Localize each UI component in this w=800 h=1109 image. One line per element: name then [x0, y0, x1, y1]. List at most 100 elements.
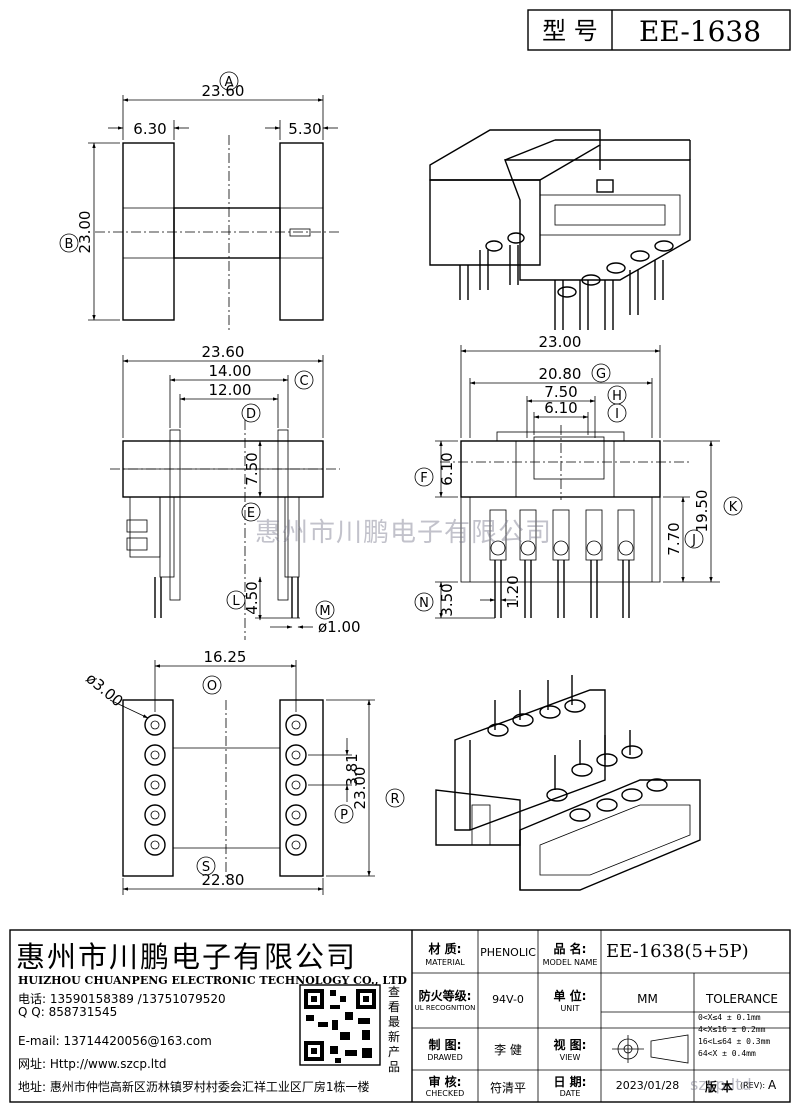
qr-caption: 查看最新产品: [388, 985, 401, 1074]
pin-holes-right: [285, 714, 307, 856]
front-view: [435, 345, 720, 619]
dim-pin-width: 1.20: [504, 575, 522, 608]
dim-e: 7.50: [243, 452, 261, 485]
checked-label-en: CHECKED: [425, 1089, 465, 1098]
company-email[interactable]: E-mail: 13714420056@163.com: [18, 1034, 212, 1048]
callout-r: R: [390, 792, 399, 807]
isometric-view-top: [429, 129, 691, 330]
callout-k: K: [729, 500, 738, 515]
title-block-frame: [9, 929, 791, 1103]
callout-f: F: [420, 471, 427, 486]
checked-label: 审 核:: [428, 1075, 462, 1089]
revision-label: 版 本: [705, 1080, 734, 1094]
callout-c: C: [299, 374, 308, 389]
callout-d: D: [246, 407, 256, 422]
dim-g: 20.80: [539, 365, 582, 383]
revision-label-small: (REV):: [740, 1081, 766, 1090]
company-name-en: HUIZHOU CHUANPENG ELECTRONIC TECHNOLOGY …: [18, 974, 407, 987]
unit-value: MM: [637, 992, 658, 1006]
fire-rating-value: 94V-0: [492, 993, 524, 1006]
dim-d: 12.00: [209, 381, 252, 399]
company-phone: 电话: 13590158389 /13751079520: [18, 992, 226, 1006]
top-view: [88, 95, 340, 330]
model-name-label: 品 名:: [553, 942, 587, 956]
fire-rating-label: 防火等级:: [418, 989, 472, 1003]
watermark: 惠州市川鹏电子有限公司: [255, 518, 553, 548]
dim-k: 19.50: [693, 490, 711, 533]
tolerance-row-2: 4<X≤16 ± 0.2mm: [698, 1025, 766, 1034]
dim-b: 23.00: [76, 211, 94, 254]
bottom-view: [109, 660, 375, 895]
dim-m: ø1.00: [318, 618, 361, 636]
dim-o: 16.25: [204, 648, 247, 666]
date-label: 日 期:: [553, 1075, 587, 1089]
date-value: 2023/01/28: [615, 1079, 680, 1092]
unit-label-en: UNIT: [560, 1004, 580, 1013]
material-value: PHENOLIC: [480, 946, 536, 959]
drawn-value: 李 健: [494, 1043, 522, 1057]
tolerance-header: TOLERANCE: [705, 992, 779, 1006]
callout-n: N: [419, 596, 429, 611]
dim-i: 6.10: [544, 399, 577, 417]
site-watermark: szcp.ltd: [690, 1075, 752, 1094]
dim-side-width: 23.60: [202, 343, 245, 361]
callout-o: O: [207, 679, 217, 694]
callout-h: H: [612, 389, 622, 404]
callout-j: J: [691, 533, 696, 548]
company-name-cn: 惠州市川鹏电子有限公司: [16, 940, 358, 974]
callout-g: G: [596, 367, 606, 382]
dim-c: 14.00: [209, 362, 252, 380]
dim-j: 7.70: [665, 522, 683, 555]
dim-s: 22.80: [202, 871, 245, 889]
dim-h: 7.50: [544, 383, 577, 401]
pin-row: [489, 509, 635, 618]
model-value: EE-1638: [639, 15, 761, 48]
model-box: 型 号 EE-1638: [527, 9, 791, 51]
model-name-label-en: MODEL NAME: [542, 958, 598, 967]
unit-label: 单 位:: [553, 989, 587, 1003]
dim-r: 23.00: [351, 767, 369, 810]
view-label-en: VIEW: [559, 1053, 581, 1062]
callout-m: M: [319, 604, 330, 619]
company-qq: Q Q: 858731545: [18, 1005, 118, 1019]
date-label-en: DATE: [559, 1089, 581, 1098]
callout-a: A: [225, 75, 234, 90]
tolerance-row-1: 0<X≤4 ± 0.1mm: [698, 1013, 761, 1022]
tolerance-row-3: 16<L≤64 ± 0.3mm: [698, 1037, 771, 1046]
company-address: 地址: 惠州市仲恺高新区沥林镇罗村村委会汇祥工业区厂房1栋一楼: [18, 1080, 370, 1094]
side-view: [110, 355, 340, 640]
callout-e: E: [247, 506, 255, 521]
callout-s: S: [202, 860, 210, 875]
dim-l: 4.50: [243, 581, 261, 614]
drawn-label-en: DRAWED: [427, 1053, 463, 1062]
dim-right-width: 5.30: [288, 120, 321, 138]
company-website[interactable]: 网址: Http://www.szcp.ltd: [18, 1057, 167, 1071]
dim-f: 6.10: [438, 452, 456, 485]
isometric-view-bottom: [435, 675, 701, 891]
view-label: 视 图:: [553, 1038, 587, 1052]
iso-pins: [487, 675, 668, 822]
dim-hole: ø3.00: [82, 669, 126, 710]
revision-value: A: [768, 1078, 777, 1092]
dim-total-width: 23.00: [539, 333, 582, 351]
dim-n: 3.50: [438, 583, 456, 616]
material-label-en: MATERIAL: [425, 958, 465, 967]
fire-rating-label-en: UL RECOGNITION: [414, 1004, 476, 1012]
pin-holes-left: [144, 714, 166, 856]
model-name-value: EE-1638(5+5P): [606, 941, 749, 962]
callout-i: I: [615, 407, 619, 422]
checked-value: 符清平: [489, 1081, 526, 1095]
drawn-label: 制 图:: [428, 1038, 462, 1052]
callouts: A B C D F E G H I J K L M N O P R S: [59, 71, 743, 876]
dim-a: 23.60: [202, 82, 245, 100]
callout-l: L: [232, 594, 240, 609]
dim-p: 3.81: [343, 753, 361, 786]
callout-b: B: [65, 237, 74, 252]
material-label: 材 质:: [428, 942, 462, 956]
model-label: 型 号: [542, 17, 598, 45]
callout-p: P: [340, 808, 348, 823]
dim-left-width: 6.30: [133, 120, 166, 138]
tolerance-row-4: 64<X ± 0.4mm: [698, 1049, 756, 1058]
